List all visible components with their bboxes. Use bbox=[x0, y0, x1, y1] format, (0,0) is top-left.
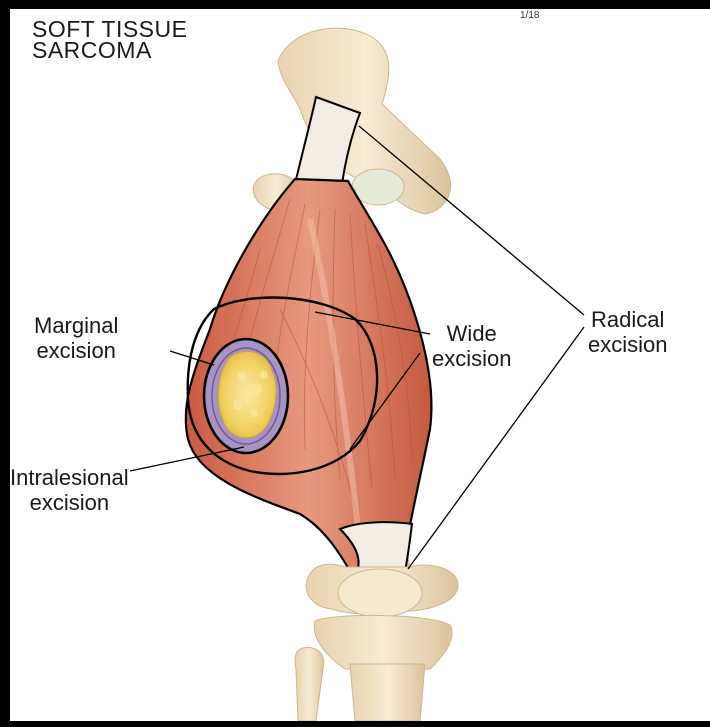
radical-excision-label: Radical excision bbox=[588, 307, 667, 357]
tibia-plateau bbox=[314, 615, 452, 669]
title-line-2: SARCOMA bbox=[32, 40, 187, 61]
page-number: 1/18 bbox=[520, 11, 539, 21]
patella bbox=[338, 569, 422, 617]
diagram-panel: SOFT TISSUE SARCOMA 1/18 Marginal excisi… bbox=[10, 9, 710, 721]
tibia-shaft bbox=[350, 664, 425, 721]
radical-label-line-2: excision bbox=[588, 332, 667, 357]
marginal-excision-label: Marginal excision bbox=[34, 313, 118, 363]
wide-label-line-1: Wide bbox=[432, 321, 511, 346]
marginal-label-line-2: excision bbox=[34, 338, 118, 363]
tumor-mass bbox=[218, 351, 276, 437]
marginal-label-line-1: Marginal bbox=[34, 313, 118, 338]
wide-label-line-2: excision bbox=[432, 346, 511, 371]
intralesional-excision-label: Intralesional excision bbox=[10, 465, 129, 515]
intralesional-label-line-1: Intralesional bbox=[10, 465, 129, 490]
fibula bbox=[295, 648, 324, 722]
radical-label-line-1: Radical bbox=[588, 307, 667, 332]
wide-excision-label: Wide excision bbox=[432, 321, 511, 371]
thigh-anatomy-illustration bbox=[10, 9, 710, 721]
intralesional-label-line-2: excision bbox=[10, 490, 129, 515]
diagram-title: SOFT TISSUE SARCOMA bbox=[32, 19, 187, 61]
